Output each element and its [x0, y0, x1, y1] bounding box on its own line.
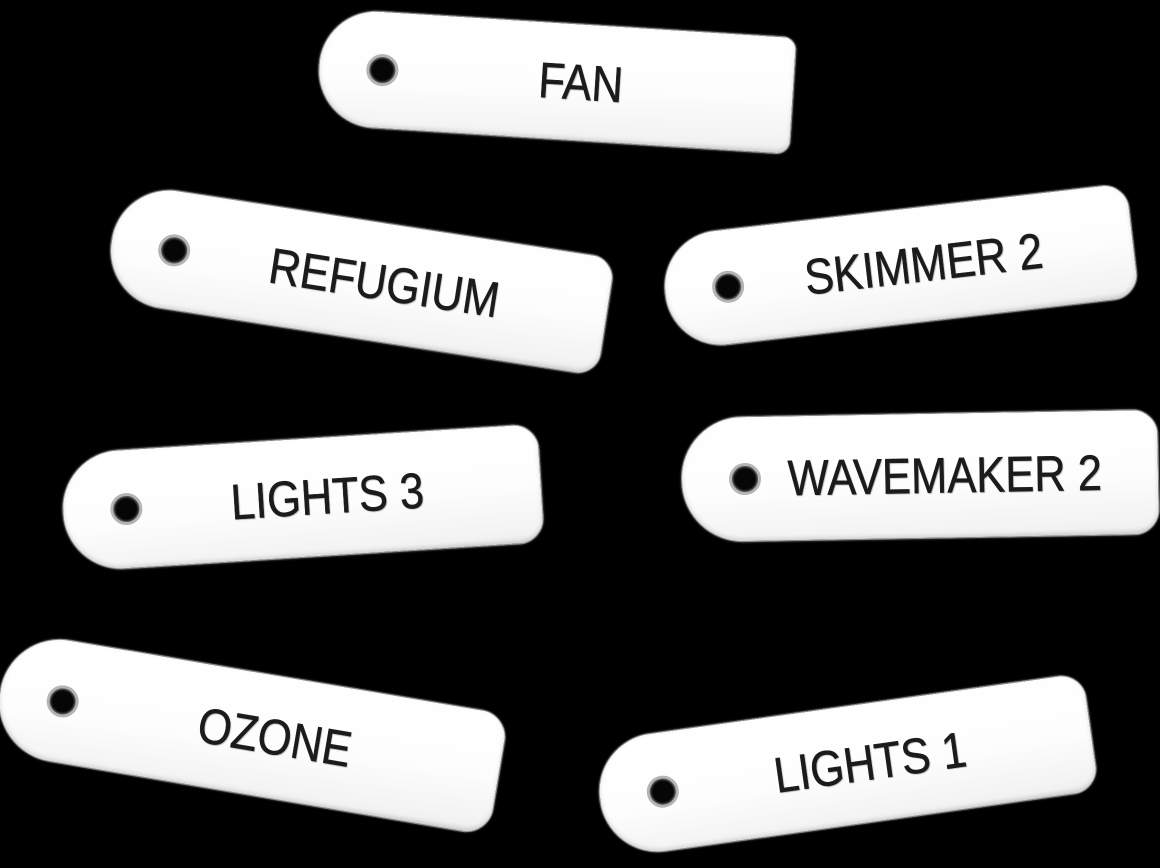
mounting-hole-icon	[44, 682, 82, 720]
label-tag-fan: FAN	[314, 7, 798, 155]
tag-label: LIGHTS 1	[770, 721, 971, 804]
mounting-hole-icon	[109, 492, 144, 527]
tag-label: LIGHTS 3	[228, 462, 426, 531]
label-tag-refugium: REFUGIUM	[101, 181, 617, 377]
label-tag-wavemaker-2: WAVEMAKER 2	[679, 408, 1160, 544]
mounting-hole-icon	[155, 232, 193, 269]
tag-label: WAVEMAKER 2	[787, 444, 1103, 507]
mounting-hole-icon	[710, 269, 746, 305]
label-tag-skimmer-2: SKIMMER 2	[657, 182, 1141, 352]
tag-label: FAN	[537, 51, 626, 114]
tag-label: OZONE	[193, 696, 356, 778]
label-tag-ozone: OZONE	[0, 629, 510, 837]
tag-label: REFUGIUM	[265, 237, 503, 329]
label-tag-lights-3: LIGHTS 3	[58, 423, 546, 573]
tag-label: SKIMMER 2	[801, 222, 1047, 306]
mounting-hole-icon	[365, 53, 400, 88]
mounting-hole-icon	[644, 773, 681, 810]
label-tag-lights-1: LIGHTS 1	[591, 671, 1100, 861]
